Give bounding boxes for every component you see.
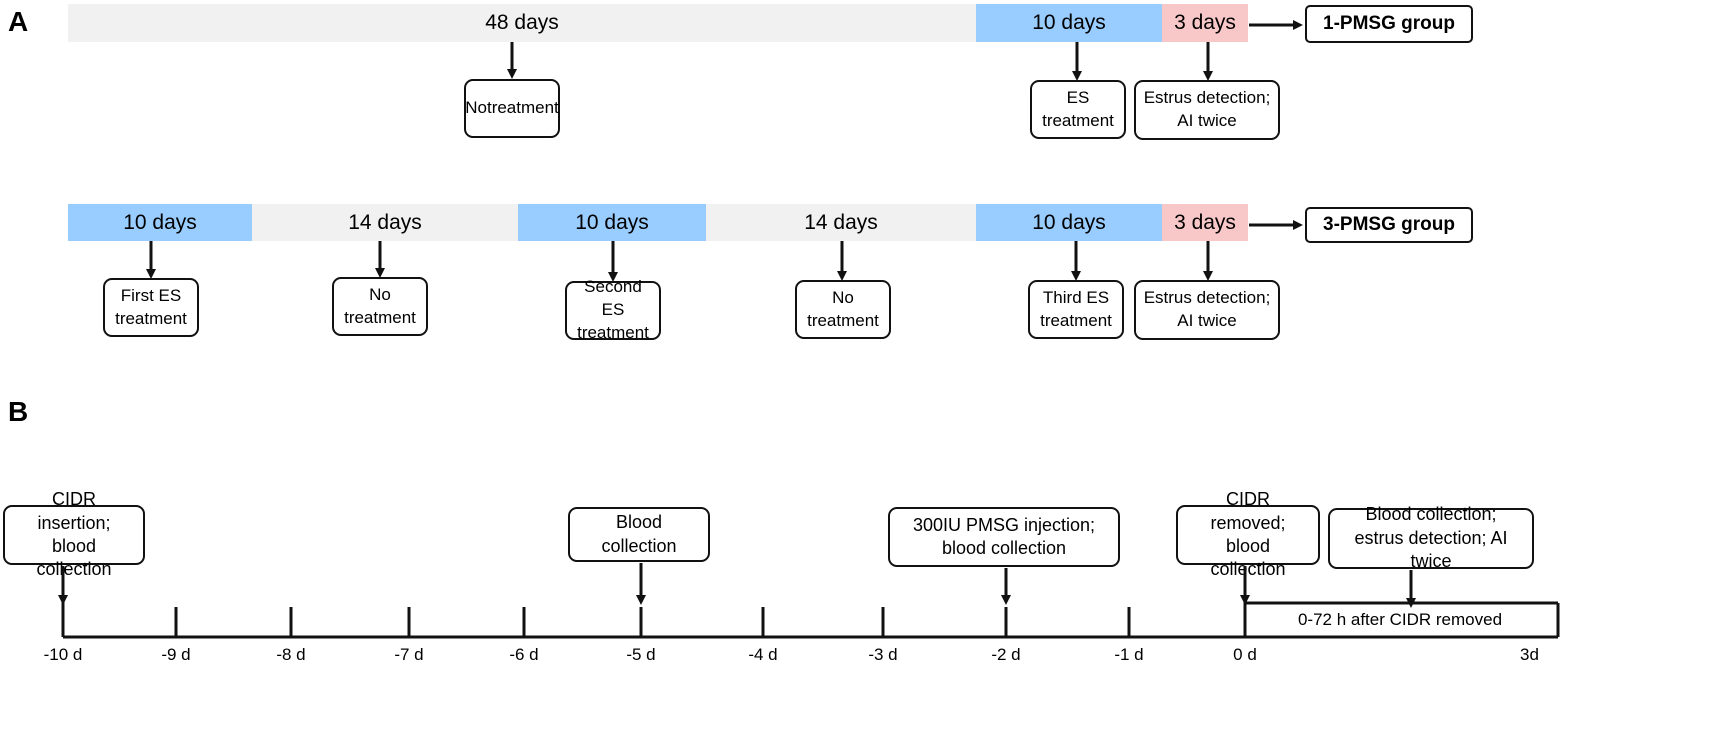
box-line: estrus detection; AI twice: [1354, 527, 1508, 572]
group-label-3-pmsg: 3-PMSG group: [1305, 207, 1473, 243]
row2-segment-blue-1: 10 days: [68, 204, 252, 241]
row2-box-first-es: First ES treatment: [103, 278, 199, 337]
box-line: AI twice: [1177, 311, 1237, 330]
panel-b-letter: B: [8, 396, 29, 427]
box-line: Estrus detection;: [1143, 88, 1271, 108]
panel-a-letter: A: [8, 6, 29, 37]
row1-segment-pink: 3 days: [1162, 4, 1248, 42]
row2-segment-blue-3: 10 days: [976, 204, 1162, 241]
box-line: treatment: [807, 310, 879, 330]
box-line: Second ES: [584, 277, 642, 320]
event-box-pmsg-injection: 300IU PMSG injection; blood collection: [888, 507, 1120, 567]
row2-segment-blue-2: 10 days: [518, 204, 706, 241]
box-line: AI twice: [1177, 111, 1237, 130]
event-box-cidr-insertion: CIDR insertion; blood collection: [3, 489, 145, 579]
row2-segment-gray-1: 14 days: [252, 204, 518, 241]
box-line: treatment: [486, 98, 559, 118]
row2-box-estrus: Estrus detection; AI twice: [1134, 280, 1280, 340]
tick-label: -6 d: [509, 645, 539, 664]
box-line: Estrus detection;: [1143, 288, 1271, 308]
row1-box-no-treatment: No treatment: [464, 79, 560, 138]
tick-label: -8 d: [276, 645, 306, 664]
box-line: blood collection: [36, 536, 112, 580]
box-line: treatment: [1042, 110, 1114, 130]
group-label-1-pmsg: 1-PMSG group: [1305, 5, 1473, 43]
tick-label: -3 d: [868, 645, 898, 664]
row2-box-no-treatment-1: No treatment: [332, 277, 428, 336]
end-label: 3d: [1520, 645, 1539, 664]
box-line: No: [465, 98, 487, 118]
tick-label: -7 d: [394, 645, 424, 664]
box-line: ES: [1066, 87, 1090, 107]
row2-segment-pink: 3 days: [1162, 204, 1248, 241]
event-box-blood-collection: Blood collection: [568, 507, 710, 562]
row1-segment-gray: 48 days: [68, 4, 976, 42]
tick-label: -9 d: [161, 645, 191, 664]
box-line: CIDR insertion;: [37, 489, 111, 533]
period-label: 0-72 h after CIDR removed: [1297, 610, 1503, 629]
row1-segment-blue: 10 days: [976, 4, 1162, 42]
box-line: No: [832, 287, 854, 307]
row2-box-third-es: Third ES treatment: [1028, 280, 1124, 339]
box-line: treatment: [344, 307, 416, 327]
tick-label: -2 d: [991, 645, 1021, 664]
box-line: blood collection: [1210, 536, 1286, 580]
tick-label: -10 d: [43, 645, 83, 664]
box-line: treatment: [115, 308, 187, 328]
tick-label: -1 d: [1114, 645, 1144, 664]
box-line: treatment: [1040, 310, 1112, 330]
box-line: treatment: [577, 322, 649, 342]
row2-segment-gray-2: 14 days: [706, 204, 976, 241]
tick-label: -5 d: [626, 645, 656, 664]
tick-label: 0 d: [1233, 645, 1257, 664]
box-line: Third ES: [1042, 287, 1110, 307]
box-line: No: [369, 284, 391, 304]
box-line: blood collection: [941, 538, 1067, 558]
tick-label: -4 d: [748, 645, 778, 664]
box-line: First ES: [120, 285, 182, 305]
box-line: 300IU PMSG injection;: [912, 514, 1096, 535]
event-box-estrus-ai: Blood collection; estrus detection; AI t…: [1328, 504, 1534, 571]
row1-box-es-treatment: ES treatment: [1030, 80, 1126, 139]
row2-box-second-es: Second ES treatment: [565, 277, 661, 342]
box-line: Blood collection;: [1365, 504, 1497, 525]
row1-box-estrus: Estrus detection; AI twice: [1134, 80, 1280, 140]
box-line: Blood collection: [601, 512, 677, 556]
box-line: CIDR removed;: [1210, 489, 1286, 533]
event-box-cidr-removed: CIDR removed; blood collection: [1176, 489, 1320, 579]
row2-box-no-treatment-2: No treatment: [795, 280, 891, 339]
